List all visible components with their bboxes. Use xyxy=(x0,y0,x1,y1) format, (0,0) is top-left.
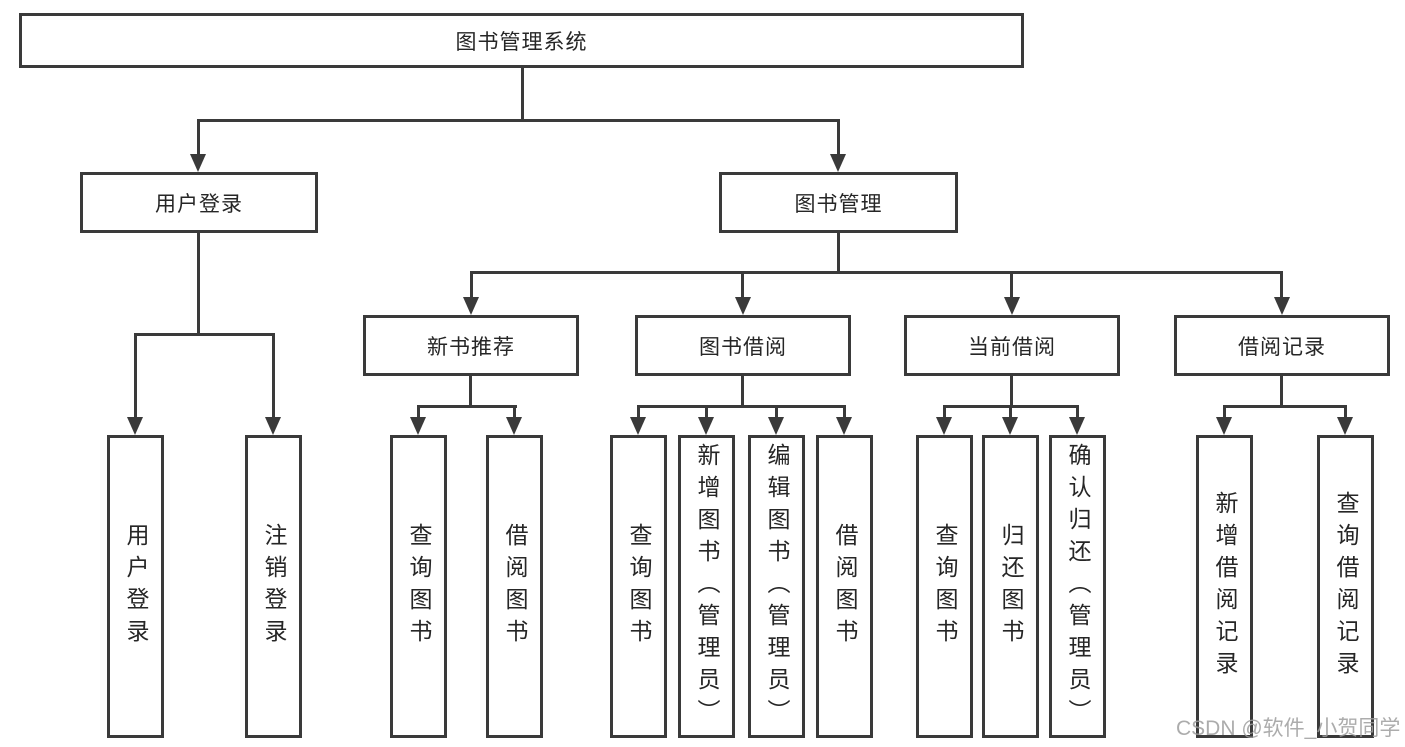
arrow-head-leaf-user-login xyxy=(127,417,143,435)
arrow-head-nb-query xyxy=(410,417,426,435)
arrow-head-cb-confirm xyxy=(1069,417,1085,435)
arrow-head-bb-query xyxy=(630,417,646,435)
leaf-bb-edit-books-admin: 编辑图书（管理员） xyxy=(748,435,805,738)
connector-mgmt-stem-4 xyxy=(1280,271,1283,299)
connector-root-hline xyxy=(197,119,840,122)
connector-root-vline xyxy=(521,68,524,122)
leaf-br-query-record-label: 查询借阅记录 xyxy=(1333,490,1359,683)
connector-borrow-stem-3 xyxy=(775,405,778,419)
connector-newbook-stem-2 xyxy=(513,405,516,419)
connector-borrow-stem-2 xyxy=(705,405,708,419)
leaf-cb-confirm-return-admin: 确认归还（管理员） xyxy=(1049,435,1106,738)
connector-userlogin-stem-2 xyxy=(272,333,275,418)
leaf-cb-return-books: 归还图书 xyxy=(982,435,1039,738)
connector-records-stem-2 xyxy=(1344,405,1347,419)
connector-current-vline xyxy=(1010,375,1013,408)
node-current-borrow: 当前借阅 xyxy=(904,315,1120,376)
connector-borrow-hline xyxy=(637,405,846,408)
node-root-system: 图书管理系统 xyxy=(19,13,1024,68)
arrow-head-bb-add xyxy=(698,417,714,435)
arrow-head-bb-edit xyxy=(768,417,784,435)
leaf-logout-label: 注销登录 xyxy=(261,522,287,651)
connector-borrow-stem-4 xyxy=(843,405,846,419)
node-current-borrow-label: 当前借阅 xyxy=(968,335,1056,359)
connector-root-stem-right xyxy=(837,119,840,157)
node-book-borrow-label: 图书借阅 xyxy=(699,335,787,359)
arrow-head-current-borrow xyxy=(1004,297,1020,315)
node-borrow-records: 借阅记录 xyxy=(1174,315,1390,376)
leaf-nb-query-books-label: 查询图书 xyxy=(406,522,432,651)
arrow-head-bb-borrow xyxy=(836,417,852,435)
leaf-nb-query-books: 查询图书 xyxy=(390,435,447,738)
connector-userlogin-vline xyxy=(197,232,200,336)
connector-userlogin-hline xyxy=(134,333,275,336)
node-new-book-recommend-label: 新书推荐 xyxy=(427,335,515,359)
node-user-login-label: 用户登录 xyxy=(155,192,243,216)
connector-mgmt-stem-3 xyxy=(1010,271,1013,299)
leaf-nb-borrow-books-label: 借阅图书 xyxy=(502,522,528,651)
connector-newbook-vline xyxy=(469,375,472,408)
leaf-cb-query-books-label: 查询图书 xyxy=(932,522,958,651)
leaf-bb-query-books: 查询图书 xyxy=(610,435,667,738)
leaf-user-login-label: 用户登录 xyxy=(123,522,149,651)
leaf-cb-query-books: 查询图书 xyxy=(916,435,973,738)
leaf-cb-confirm-return-admin-label: 确认归还（管理员） xyxy=(1065,442,1091,731)
arrow-head-cb-return xyxy=(1002,417,1018,435)
node-borrow-records-label: 借阅记录 xyxy=(1238,335,1326,359)
leaf-br-add-record: 新增借阅记录 xyxy=(1196,435,1253,738)
arrow-head-borrow-records xyxy=(1274,297,1290,315)
leaf-bb-add-books-admin-label: 新增图书（管理员） xyxy=(694,442,720,731)
leaf-br-query-record: 查询借阅记录 xyxy=(1317,435,1374,738)
leaf-bb-borrow-books-label: 借阅图书 xyxy=(832,522,858,651)
leaf-user-login: 用户登录 xyxy=(107,435,164,738)
arrow-head-book-borrow xyxy=(735,297,751,315)
connector-mgmt-stem-2 xyxy=(741,271,744,299)
arrow-head-br-query xyxy=(1337,417,1353,435)
node-book-borrow: 图书借阅 xyxy=(635,315,851,376)
connector-mgmt-hline xyxy=(470,271,1283,274)
connector-borrow-vline xyxy=(741,375,744,408)
arrow-head-cb-query xyxy=(936,417,952,435)
arrow-head-new-book xyxy=(463,297,479,315)
csdn-watermark: CSDN @软件_小贺同学 xyxy=(1176,717,1401,740)
node-book-management-label: 图书管理 xyxy=(794,192,883,216)
leaf-bb-add-books-admin: 新增图书（管理员） xyxy=(678,435,735,738)
node-root-label: 图书管理系统 xyxy=(455,30,588,54)
connector-records-stem-1 xyxy=(1223,405,1226,419)
connector-current-stem-3 xyxy=(1076,405,1079,419)
leaf-br-add-record-label: 新增借阅记录 xyxy=(1212,490,1238,683)
leaf-bb-borrow-books: 借阅图书 xyxy=(816,435,873,738)
leaf-bb-query-books-label: 查询图书 xyxy=(626,522,652,651)
connector-records-vline xyxy=(1280,375,1283,408)
leaf-bb-edit-books-admin-label: 编辑图书（管理员） xyxy=(764,442,790,731)
connector-newbook-stem-1 xyxy=(417,405,420,419)
arrow-head-book-management xyxy=(830,154,846,172)
node-user-login: 用户登录 xyxy=(80,172,318,233)
connector-mgmt-vline xyxy=(837,232,840,274)
leaf-cb-return-books-label: 归还图书 xyxy=(998,522,1024,651)
node-book-management: 图书管理 xyxy=(719,172,958,233)
leaf-logout: 注销登录 xyxy=(245,435,302,738)
connector-newbook-hline xyxy=(417,405,517,408)
node-new-book-recommend: 新书推荐 xyxy=(363,315,579,376)
arrow-head-leaf-logout xyxy=(265,417,281,435)
connector-records-hline xyxy=(1223,405,1347,408)
connector-current-stem-1 xyxy=(943,405,946,419)
connector-userlogin-stem-1 xyxy=(134,333,137,418)
arrow-head-nb-borrow xyxy=(506,417,522,435)
connector-borrow-stem-1 xyxy=(637,405,640,419)
arrow-head-user-login xyxy=(190,154,206,172)
connector-current-stem-2 xyxy=(1009,405,1012,419)
leaf-nb-borrow-books: 借阅图书 xyxy=(486,435,543,738)
arrow-head-br-add xyxy=(1216,417,1232,435)
connector-root-stem-left xyxy=(197,119,200,157)
connector-mgmt-stem-1 xyxy=(470,271,473,299)
